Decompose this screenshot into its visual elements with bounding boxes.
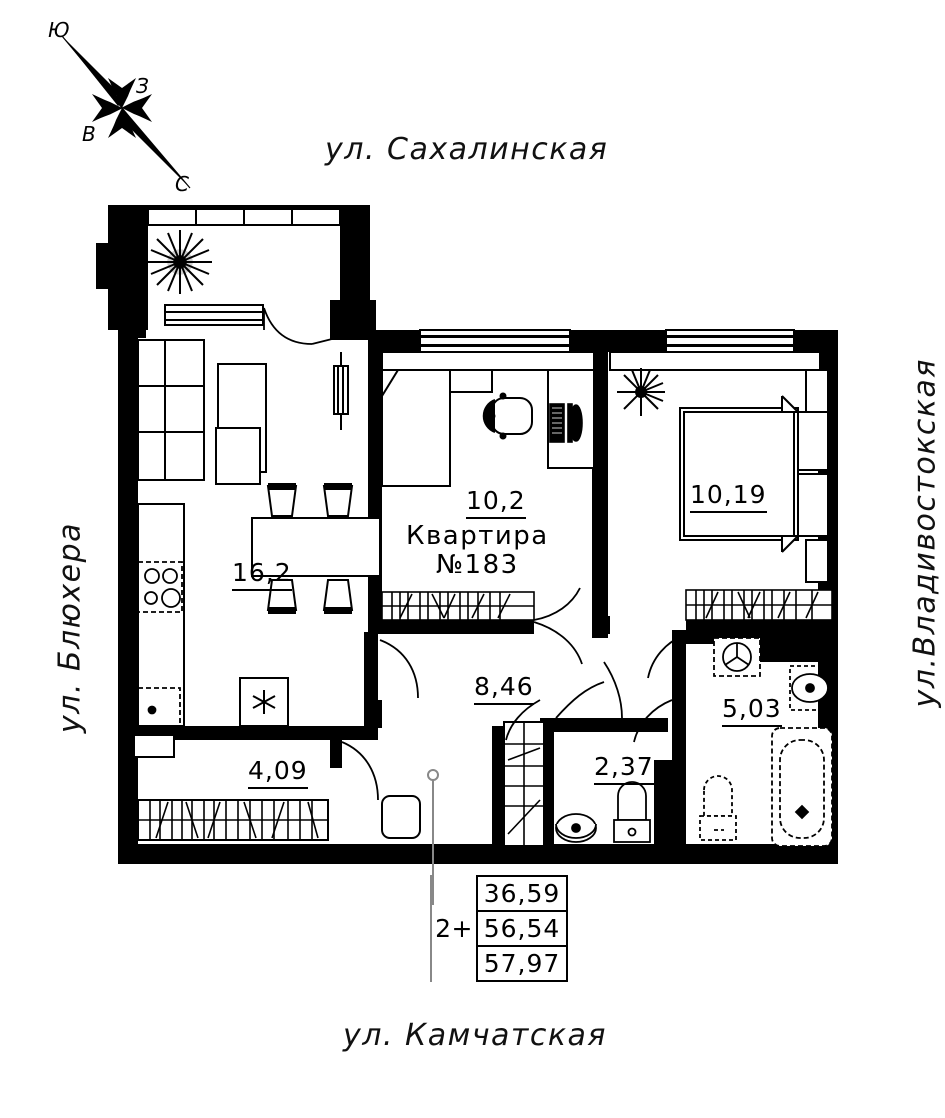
- apartment-label-line1: Квартира: [406, 521, 549, 551]
- wc-sink-icon: [555, 813, 597, 843]
- wardrobe-hall: [503, 721, 545, 847]
- bath-sink-icon: [789, 665, 831, 711]
- compass-label-north: С: [175, 172, 189, 196]
- compass-label-west: З: [136, 74, 149, 98]
- wc-toilet-icon: [613, 781, 651, 843]
- area-label-room-10-2: 10,2: [466, 486, 526, 519]
- monitor-and-keyboard-icon: [549, 403, 583, 443]
- kitchen-counter: [137, 503, 185, 727]
- street-label-right: ул.Владивостокская: [907, 358, 943, 708]
- area-label-bathroom: 5,03: [722, 694, 782, 727]
- area-summary-table: 2+ 36,59 56,54 57,97: [430, 875, 568, 982]
- bathtub-icon: [771, 727, 833, 847]
- dining-chairs: [266, 483, 354, 614]
- table-leader-line: [427, 769, 439, 905]
- area-label-storage: 4,09: [248, 756, 308, 789]
- appliance-icon: [239, 677, 289, 727]
- single-bed: [381, 369, 493, 487]
- apartment-label-line2: №183: [436, 550, 519, 581]
- hall-closet: [381, 795, 421, 839]
- street-label-left: ул. Блюхера: [52, 521, 88, 734]
- area-label-wc: 2,37: [594, 752, 654, 785]
- radiator-bedroom: [685, 589, 833, 621]
- street-label-bottom: ул. Камчатская: [343, 1018, 607, 1053]
- area-values-column: 36,59 56,54 57,97: [476, 875, 568, 982]
- sofa: [137, 339, 205, 481]
- area-label-bedroom: 10,19: [690, 480, 767, 513]
- living-area-cell: 36,59: [478, 877, 566, 912]
- plant-icon-loggia: [148, 230, 212, 294]
- double-bed: [679, 395, 799, 553]
- bathroom-toilet-icon: [699, 775, 737, 841]
- dining-table: [251, 517, 381, 577]
- compass-label-east: В: [82, 122, 96, 146]
- total-with-balcony-cell: 57,97: [483, 949, 561, 978]
- apartment-label: Квартира №183: [406, 521, 549, 581]
- window-mullions: [381, 336, 821, 371]
- compass-graphic: [61, 35, 191, 189]
- washing-machine-icon: [713, 637, 761, 677]
- compass-rose: Ю З В С: [40, 18, 210, 197]
- rooms-count-cell: 2+: [430, 875, 476, 982]
- radiator-room-10-2: [381, 591, 535, 621]
- street-label-top: ул. Сахалинская: [325, 132, 609, 167]
- total-area-cell: 56,54: [478, 912, 566, 947]
- wardrobe-bedroom: [797, 369, 829, 583]
- plant-icon-bedroom: [617, 368, 665, 416]
- radiator-loggia: [333, 352, 349, 430]
- doors: [263, 307, 687, 801]
- stove-icon: [137, 561, 183, 613]
- area-label-kitchen-living: 16,2: [232, 558, 292, 591]
- compass-label-south: Ю: [48, 18, 70, 42]
- windows: [147, 208, 795, 353]
- office-chair-icon: [482, 392, 533, 440]
- wardrobe-storage: [137, 799, 329, 841]
- sink-icon: [137, 687, 181, 733]
- upper-cabinet: [215, 427, 261, 485]
- area-label-hall: 8,46: [474, 672, 534, 705]
- storage-shelf: [133, 734, 175, 758]
